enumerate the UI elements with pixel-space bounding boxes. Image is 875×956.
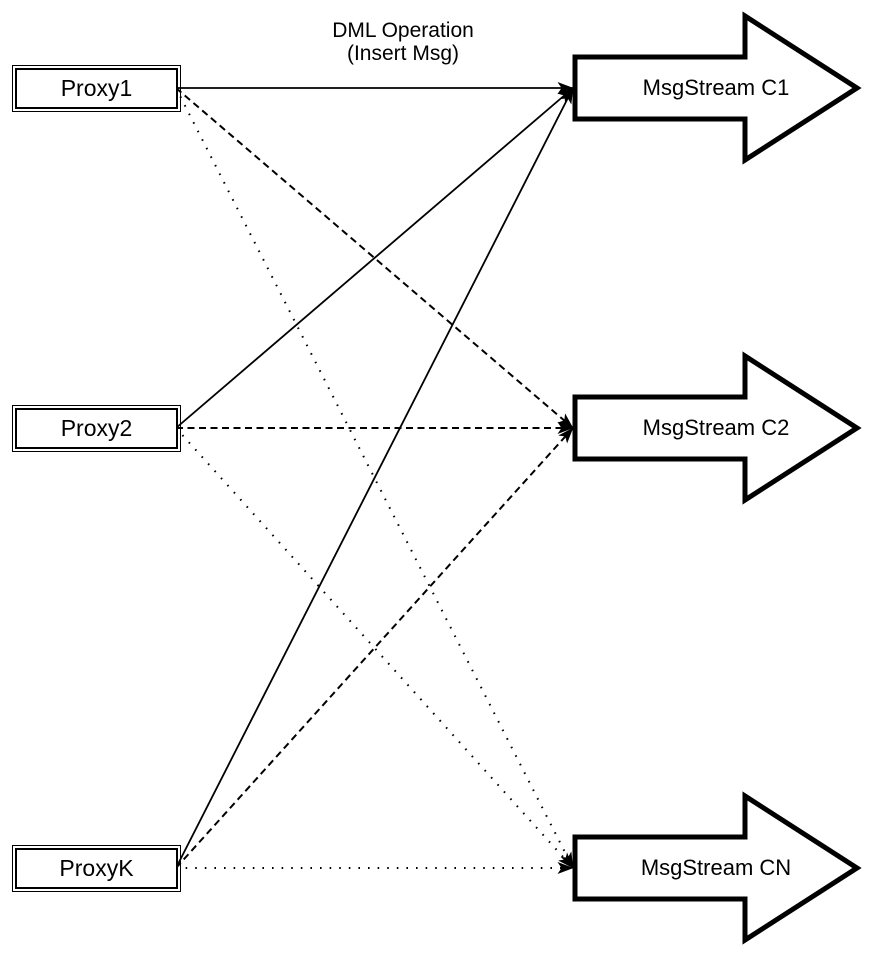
proxyk-node: ProxyK [12,845,181,892]
cn-block-arrow [572,791,862,945]
edge-proxy1-c2 [175,87,574,429]
msgstream-c1-label: MsgStream C1 [642,75,790,100]
proxy2-node: Proxy2 [12,405,181,452]
proxy2-label: Proxy2 [60,415,133,441]
edge-proxyk-c1 [175,87,574,869]
block-arrows [572,11,862,945]
msgstream-c2-label: MsgStream C2 [642,415,790,440]
edge-proxy2-cn [175,427,574,869]
edge-proxyk-c2 [175,427,574,869]
msgstream-cn-label: MsgStream CN [640,855,792,880]
proxy1-label: Proxy1 [60,75,133,101]
dml-operation-label-line2: (Insert Msg) [346,42,459,65]
dml-operation-label: DML Operation (Insert Msg) [283,19,523,65]
dml-operation-label-line1: DML Operation [332,19,474,42]
connection-lines [175,82,574,874]
c2-block-arrow [572,351,862,505]
proxy1-node: Proxy1 [12,65,181,112]
edge-proxy2-c1 [175,87,574,429]
proxyk-label: ProxyK [59,855,134,881]
c1-block-arrow [572,11,862,165]
